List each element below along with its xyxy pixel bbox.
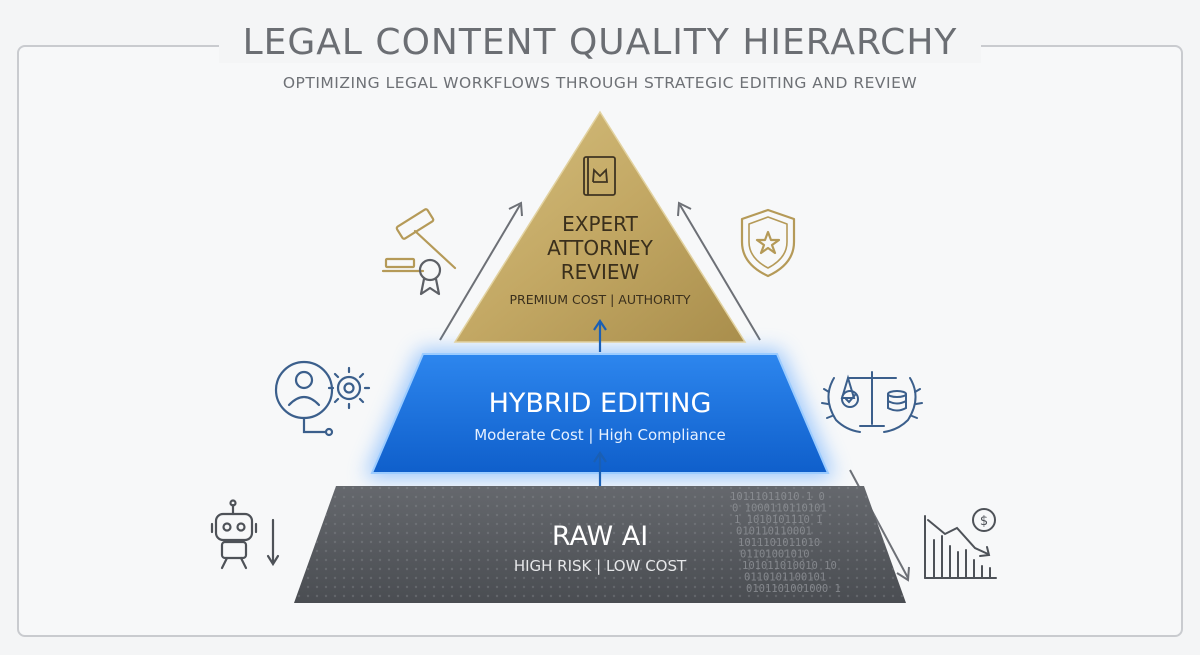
connector-arrow-lower xyxy=(593,451,607,486)
tier-raw-ai-caption: HIGH RISK | LOW COST xyxy=(514,557,687,575)
tier-hybrid-caption: Moderate Cost | High Compliance xyxy=(474,426,726,444)
tier-expert-title-line3: REVIEW xyxy=(561,260,640,284)
binary-row: 0101101001000 1 xyxy=(746,583,841,595)
binary-row: 01101001010 xyxy=(740,549,810,561)
binary-row: 010110110001 xyxy=(736,526,812,538)
svg-text:$: $ xyxy=(980,514,988,529)
law-book-crown-icon xyxy=(583,156,616,196)
tier-hybrid-editing: HYBRID EDITING Moderate Cost | High Comp… xyxy=(370,353,830,474)
chart-down-dollar-icon: $ xyxy=(924,508,997,579)
binary-row: 10111011010 1 0 xyxy=(730,491,825,503)
tier-expert-title-line2: ATTORNEY xyxy=(547,236,653,260)
gavel-ribbon-icon xyxy=(381,208,457,296)
scales-laurel-icon xyxy=(821,371,923,433)
connector-arrow-upper xyxy=(593,319,607,352)
tier-expert-title-line1: EXPERT xyxy=(562,212,638,236)
binary-row: 101011010010 10 xyxy=(742,560,837,572)
binary-row: 1011101011010 xyxy=(738,537,820,549)
left-up-arrow xyxy=(439,201,523,341)
binary-row: 0 1000110110101 xyxy=(732,503,827,515)
page-title: LEGAL CONTENT QUALITY HIERARCHY xyxy=(0,22,1200,63)
binary-row: 0110101100101 xyxy=(744,572,826,584)
tier-hybrid-title: HYBRID EDITING xyxy=(489,388,712,419)
shield-star-icon xyxy=(740,208,796,278)
right-up-arrow xyxy=(677,201,761,341)
tier-expert-review: EXPERT ATTORNEY REVIEW PREMIUM COST | AU… xyxy=(453,110,747,343)
page-subtitle: OPTIMIZING LEGAL WORKFLOWS THROUGH STRAT… xyxy=(282,74,918,92)
binary-row: 1 1010101110 1 xyxy=(734,514,823,526)
person-gear-icon xyxy=(274,360,371,437)
robot-icon xyxy=(210,499,280,570)
tier-raw-ai-title: RAW AI xyxy=(552,521,648,552)
tier-expert-caption: PREMIUM COST | AUTHORITY xyxy=(509,292,690,307)
